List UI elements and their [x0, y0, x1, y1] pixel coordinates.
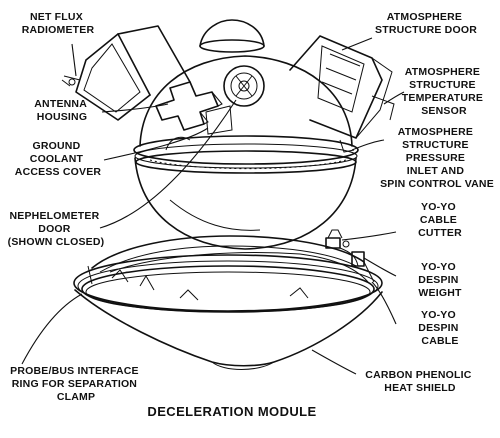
probe-drawing: [61, 19, 395, 250]
label-antenna-housing: ANTENNA HOUSING: [34, 98, 89, 123]
top-dome-window: [199, 19, 265, 53]
leader-yoyo-weight: [363, 257, 397, 277]
ground-coolant-panel: [205, 105, 233, 135]
leader-atm-door: [341, 37, 373, 51]
leader-net-flux: [71, 43, 77, 77]
atmosphere-structure-arm: [289, 35, 395, 153]
separation-clamp-ring: [73, 254, 383, 313]
label-yoyo-despin-cable: YO-YO DESPIN CABLE: [418, 309, 461, 347]
yoyo-despin-cable: [109, 252, 369, 283]
module-upper-rim: [87, 235, 375, 285]
label-yoyo-cable-cutter: YO-YO CABLE CUTTER: [418, 201, 462, 239]
label-nephelometer-door: NEPHELOMETER DOOR (SHOWN CLOSED): [8, 210, 105, 248]
label-atmosphere-temperature-sensor: ATMOSPHERE STRUCTURE TEMPERATURE SENSOR: [402, 66, 486, 117]
leader-antenna: [101, 103, 169, 113]
leader-atm-pressure: [351, 139, 385, 151]
leader-atm-temp: [383, 91, 405, 105]
leader-yoyo-cable: [371, 281, 397, 325]
leader-yoyo-cutter: [341, 231, 397, 241]
nephelometer-door: [223, 65, 265, 107]
yoyo-despin-weight: [339, 247, 365, 267]
label-probe-bus-interface-ring: PROBE/BUS INTERFACE RING FOR SEPARATION …: [10, 365, 142, 403]
leader-interface-ring: [21, 293, 83, 365]
equatorial-ring: [133, 135, 359, 174]
label-ground-coolant-access-cover: GROUND COOLANT ACCESS COVER: [15, 140, 102, 178]
heat-shield-cone: [74, 289, 383, 367]
label-atmosphere-pressure-inlet: ATMOSPHERE STRUCTURE PRESSURE INLET AND …: [380, 126, 494, 190]
label-carbon-phenolic-heat-shield: CARBON PHENOLIC HEAT SHIELD: [365, 369, 474, 394]
probe-upper-dome: [139, 55, 353, 147]
probe-hemisphere: [134, 157, 357, 250]
yoyo-cable-cutter: [325, 229, 350, 249]
leader-lines: [21, 37, 405, 375]
leader-nephelometer: [99, 99, 237, 229]
diagram-title: DECELERATION MODULE: [147, 404, 316, 419]
label-yoyo-despin-weight: YO-YO DESPIN WEIGHT: [418, 261, 462, 299]
labels: NET FLUX RADIOMETER ANTENNA HOUSING GROU…: [8, 11, 494, 419]
leader-heat-shield: [311, 349, 357, 375]
label-net-flux-radiometer: NET FLUX RADIOMETER: [22, 11, 95, 36]
label-atmosphere-structure-door: ATMOSPHERE STRUCTURE DOOR: [375, 11, 477, 36]
deceleration-module-drawing: [73, 229, 383, 370]
antenna-housing: [155, 81, 223, 131]
leader-ground-coolant: [103, 127, 209, 161]
net-flux-radiometer-arm: [61, 25, 191, 121]
